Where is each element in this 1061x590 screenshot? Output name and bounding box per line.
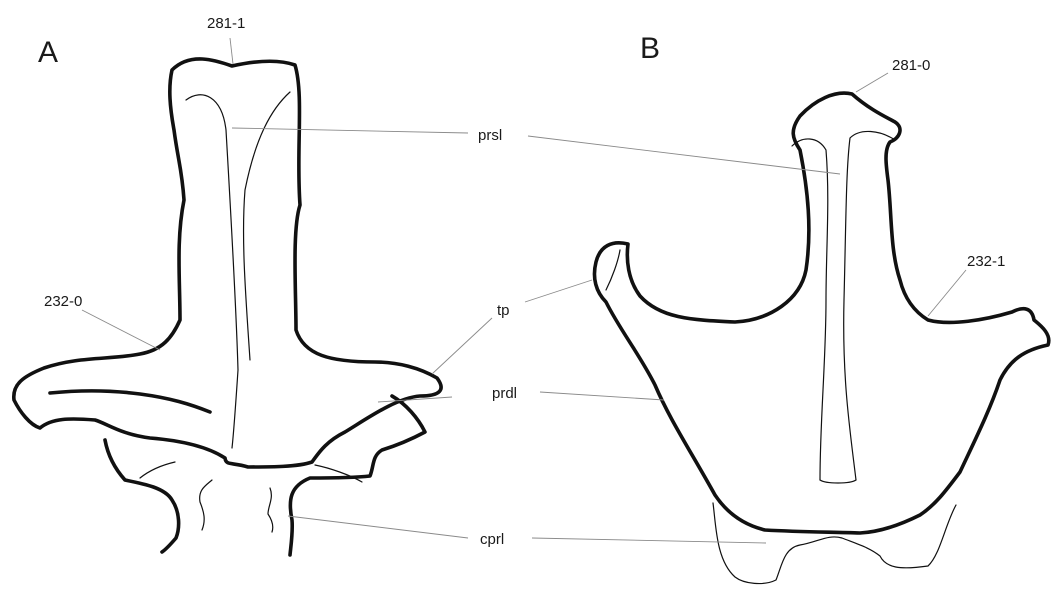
- leader-a-tp: [432, 318, 492, 374]
- panel-b-tp-cap: [606, 250, 620, 290]
- leader-a-232: [82, 310, 160, 350]
- leader-b-tp: [525, 280, 592, 302]
- panel-a-lamina-rim: [50, 391, 210, 412]
- leader-a-prsl: [232, 128, 468, 133]
- leader-b-cprl: [532, 538, 766, 543]
- label-a-281-1: 281-1: [207, 15, 245, 32]
- panel-b-prsl-line-left: [792, 139, 828, 480]
- panel-label-a: A: [38, 36, 58, 69]
- label-prsl: prsl: [478, 127, 502, 144]
- panel-a-prsl-line-right: [244, 92, 290, 360]
- panel-a-left-inner: [140, 462, 175, 478]
- leader-b-281: [856, 73, 888, 92]
- leader-a-281: [230, 38, 233, 64]
- label-cprl: cprl: [480, 531, 504, 548]
- label-b-232-1: 232-1: [967, 253, 1005, 270]
- panel-a-outline: [14, 59, 441, 467]
- leader-a-cprl: [288, 516, 468, 538]
- panel-label-b: B: [640, 32, 660, 65]
- panel-a-cprl-line-right: [268, 488, 273, 532]
- label-tp: tp: [497, 302, 510, 319]
- panel-b-prsl-base: [820, 480, 856, 483]
- panel-a-cprl-line-left: [200, 480, 212, 530]
- label-prdl: prdl: [492, 385, 517, 402]
- leader-b-232: [928, 270, 966, 316]
- panel-a-right-lower: [290, 396, 425, 555]
- panel-a-left-lower: [105, 440, 179, 552]
- leader-b-prsl: [528, 136, 840, 174]
- panel-b-vertebra: [594, 93, 1048, 583]
- panel-a-prsl-line-left: [186, 95, 238, 448]
- label-b-281-0: 281-0: [892, 57, 930, 74]
- leader-b-prdl: [540, 392, 664, 400]
- label-a-232-0: 232-0: [44, 293, 82, 310]
- panel-b-outline: [594, 93, 1048, 533]
- leader-lines: [82, 38, 966, 543]
